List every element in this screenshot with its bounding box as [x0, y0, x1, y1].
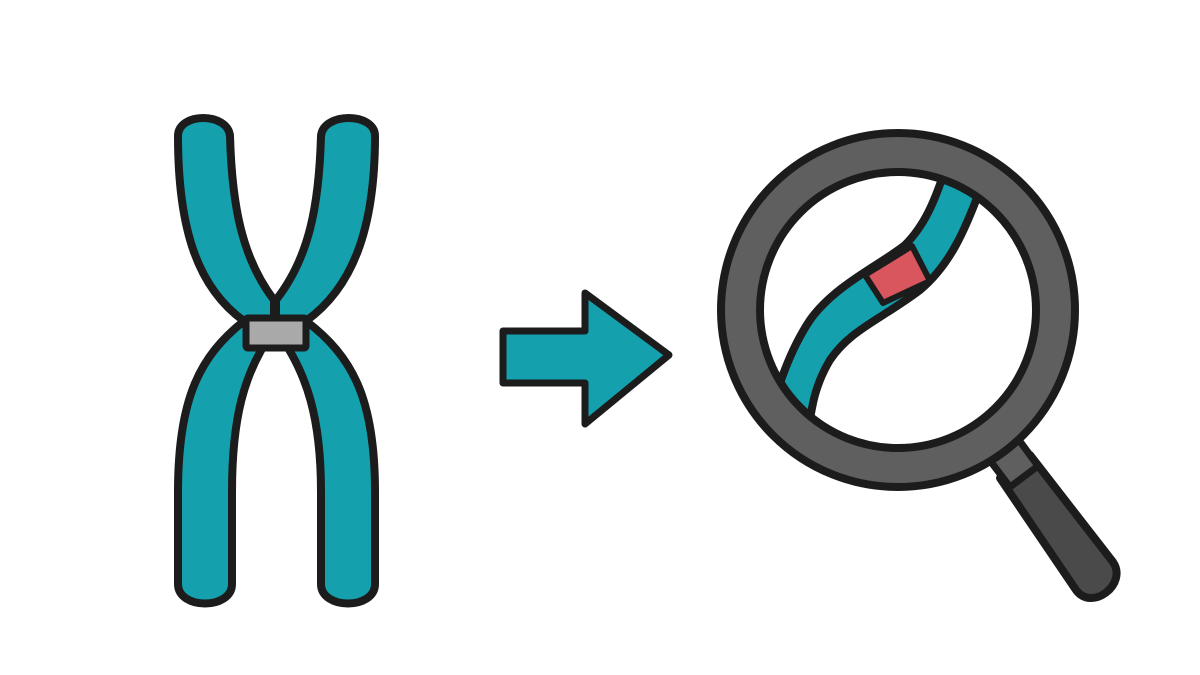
magnifier-handle — [996, 451, 1121, 602]
chromosome-icon — [174, 114, 379, 608]
chromatid-left — [174, 114, 278, 608]
magnifying-glass-icon — [717, 129, 1121, 602]
highlighted-band — [862, 243, 933, 306]
centromere-band — [242, 314, 310, 352]
right-arrow-icon — [499, 289, 673, 428]
lens-content — [766, 172, 984, 436]
chromatid-right — [272, 114, 379, 608]
lens-inner-edge — [756, 168, 1040, 452]
